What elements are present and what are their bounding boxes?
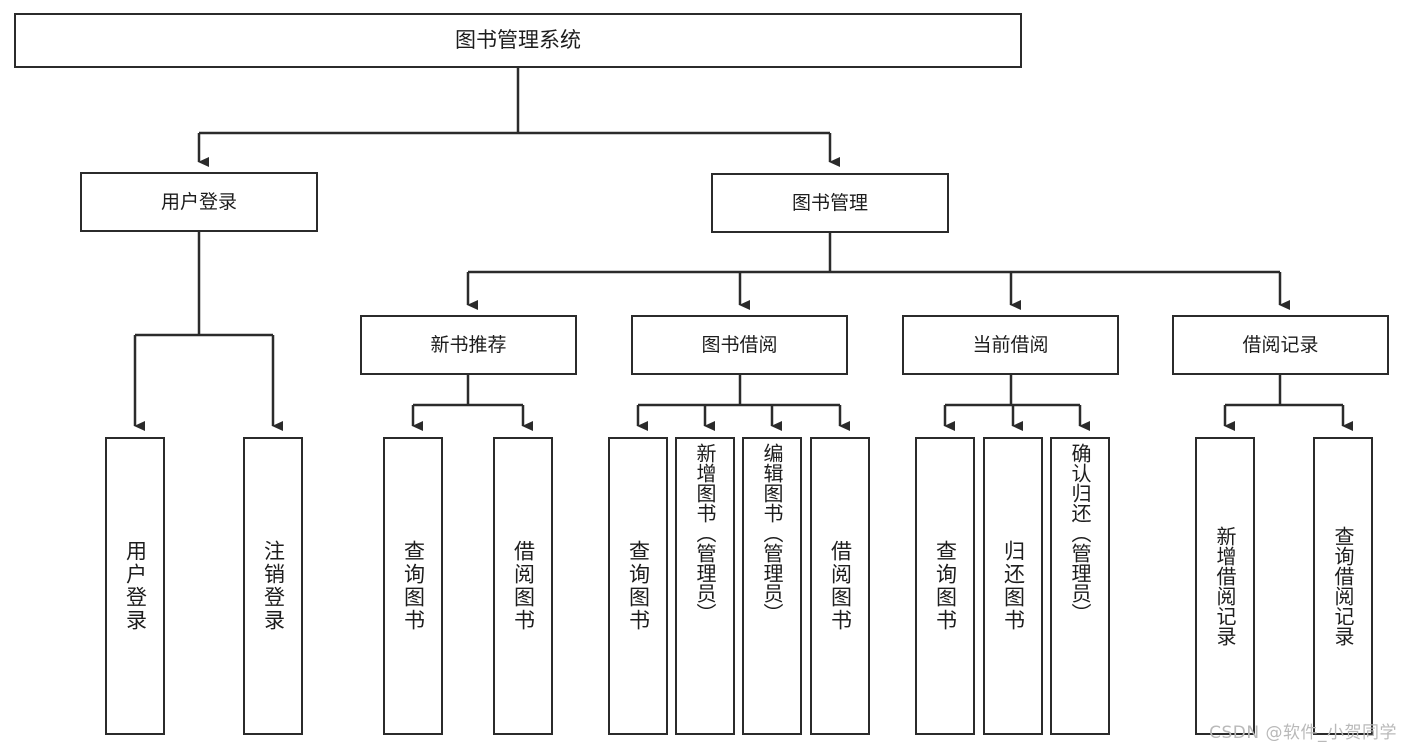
leaf-record-add-record[interactable]: 新增借阅记录 — [1195, 437, 1255, 735]
node-current-borrow[interactable]: 当前借阅 — [902, 315, 1119, 375]
leaf-current-query-book[interactable]: 查询图书 — [915, 437, 975, 735]
leaf-label: 查询图书 — [401, 540, 426, 632]
leaf-label: 新增图书（管理员） — [693, 443, 717, 623]
leaf-label: 查询借阅记录 — [1331, 526, 1355, 646]
leaf-borrow-borrow-book[interactable]: 借阅图书 — [810, 437, 870, 735]
leaf-borrow-add-book-admin[interactable]: 新增图书（管理员） — [675, 437, 735, 735]
leaf-user-login-logout[interactable]: 注销登录 — [243, 437, 303, 735]
node-root[interactable]: 图书管理系统 — [14, 13, 1022, 68]
node-borrow-record-label: 借阅记录 — [1242, 333, 1319, 356]
node-user-login-label: 用户登录 — [160, 190, 237, 213]
leaf-label: 归还图书 — [1001, 540, 1026, 632]
leaf-borrow-query-book[interactable]: 查询图书 — [608, 437, 668, 735]
leaf-current-confirm-return-admin[interactable]: 确认归还（管理员） — [1050, 437, 1110, 735]
node-new-book-recommend-label: 新书推荐 — [430, 333, 507, 356]
leaf-borrow-edit-book-admin[interactable]: 编辑图书（管理员） — [742, 437, 802, 735]
leaf-label: 查询图书 — [626, 540, 651, 632]
leaf-label: 借阅图书 — [511, 540, 536, 632]
leaf-label: 确认归还（管理员） — [1068, 443, 1092, 623]
leaf-record-query-record[interactable]: 查询借阅记录 — [1313, 437, 1373, 735]
node-new-book-recommend[interactable]: 新书推荐 — [360, 315, 577, 375]
node-user-login[interactable]: 用户登录 — [80, 172, 318, 232]
leaf-label: 用户登录 — [123, 540, 148, 632]
leaf-label: 编辑图书（管理员） — [760, 443, 784, 623]
node-book-borrow-label: 图书借阅 — [701, 333, 778, 356]
node-root-label: 图书管理系统 — [455, 28, 581, 53]
leaf-label: 注销登录 — [261, 540, 286, 632]
leaf-label: 借阅图书 — [828, 540, 853, 632]
leaf-label: 查询图书 — [933, 540, 958, 632]
leaf-label: 新增借阅记录 — [1213, 526, 1237, 646]
node-book-management[interactable]: 图书管理 — [711, 173, 949, 233]
node-book-management-label: 图书管理 — [791, 191, 868, 214]
leaf-user-login-login[interactable]: 用户登录 — [105, 437, 165, 735]
node-current-borrow-label: 当前借阅 — [972, 333, 1049, 356]
leaf-recommend-query-book[interactable]: 查询图书 — [383, 437, 443, 735]
node-borrow-record[interactable]: 借阅记录 — [1172, 315, 1389, 375]
leaf-recommend-borrow-book[interactable]: 借阅图书 — [493, 437, 553, 735]
watermark: CSDN @软件_小贺同学 — [1209, 723, 1397, 743]
leaf-current-return-book[interactable]: 归还图书 — [983, 437, 1043, 735]
node-book-borrow[interactable]: 图书借阅 — [631, 315, 848, 375]
